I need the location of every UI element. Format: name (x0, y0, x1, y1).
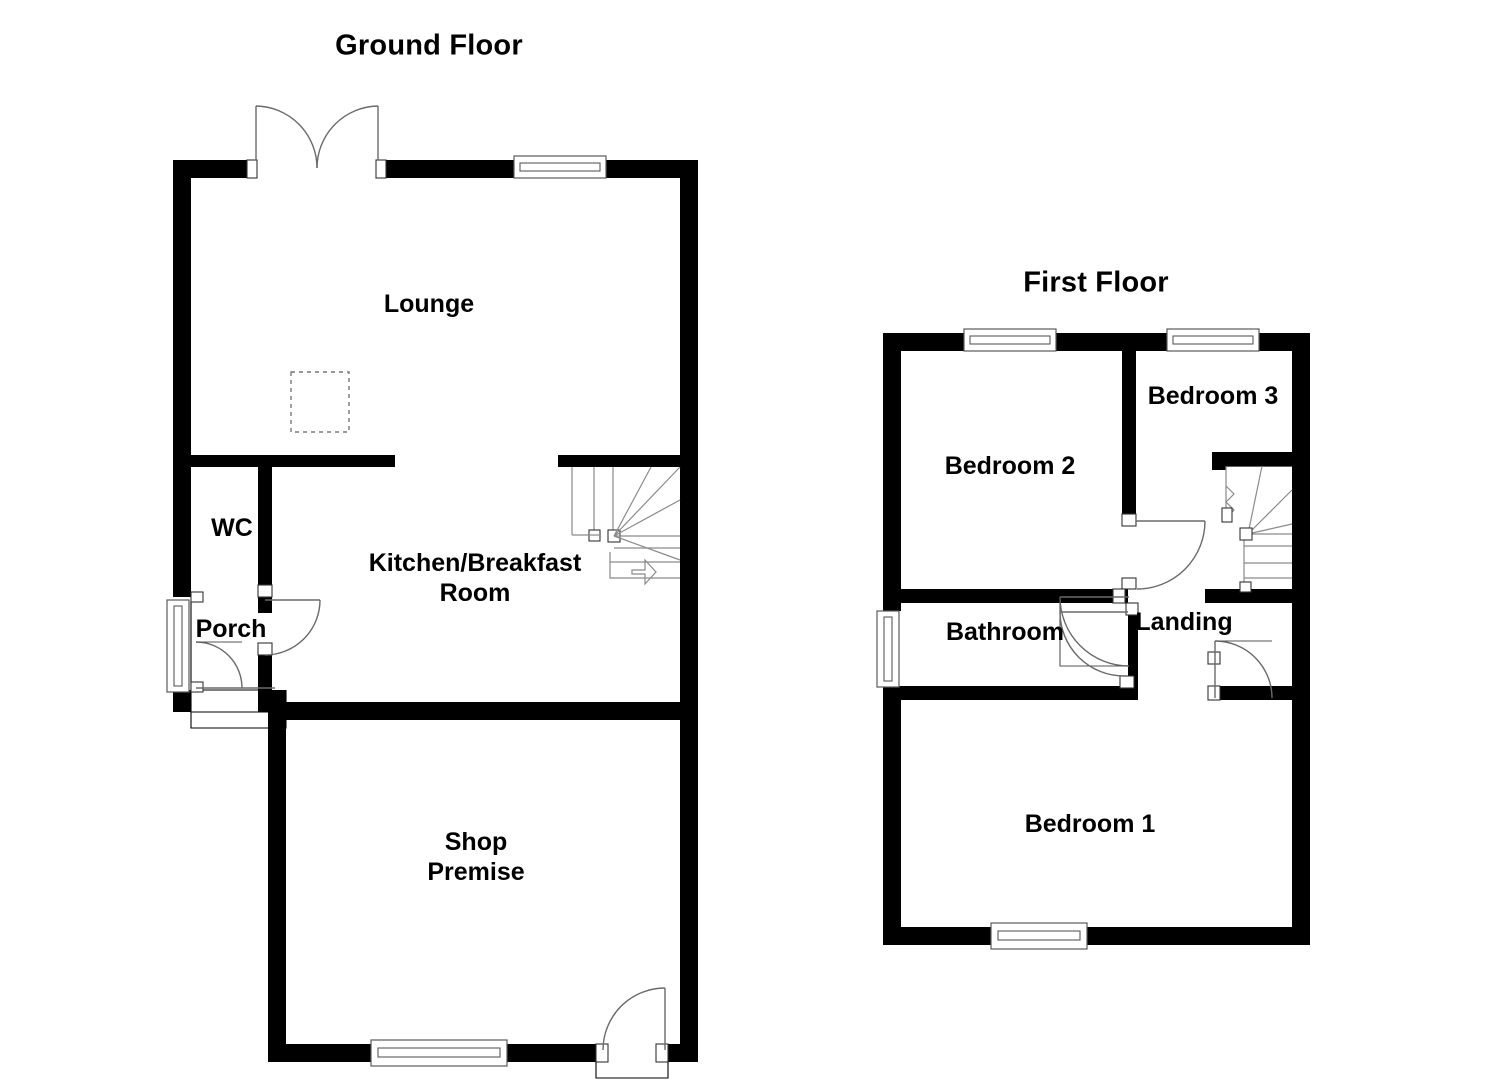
lounge-feature-recess (290, 371, 350, 433)
ground-floor-group (166, 105, 698, 1079)
porch-side-window (166, 599, 190, 693)
room-label-landing: Landing (1135, 608, 1233, 636)
porch-inner-door[interactable] (257, 584, 321, 656)
first-floor-title: First Floor (1023, 266, 1169, 299)
room-label-bedroom-3: Bedroom 3 (1147, 382, 1279, 410)
room-label-bedroom-2: Bedroom 2 (944, 452, 1076, 480)
ground-floor-walls (173, 160, 698, 1062)
lounge-front-window (513, 155, 607, 179)
porch-outline (190, 600, 287, 729)
room-label-shop-premise: Shop Premise (427, 828, 525, 886)
room-label-porch: Porch (195, 615, 267, 643)
first-floor-walls (883, 333, 1310, 945)
room-label-lounge: Lounge (383, 290, 475, 318)
room-label-bedroom-1: Bedroom 1 (1024, 810, 1156, 838)
room-label-bathroom: Bathroom (945, 618, 1065, 646)
lounge-french-doors[interactable] (246, 105, 387, 179)
room-label-kitchen-breakfast-room: Kitchen/Breakfast Room (368, 549, 582, 607)
first-floor-staircase (1221, 465, 1293, 593)
bedroom1-door[interactable] (1207, 640, 1273, 701)
first-floor-group (876, 328, 1310, 950)
bathroom-side-window (876, 610, 900, 688)
bathroom-door[interactable] (1059, 602, 1139, 689)
shop-rear-window (370, 1039, 508, 1067)
ground-staircase (571, 466, 681, 586)
shop-rear-door[interactable] (595, 987, 669, 1079)
ground-floor-title: Ground Floor (335, 29, 523, 62)
porch-entrance-door[interactable] (190, 591, 275, 693)
bedroom2-front-window (963, 328, 1057, 352)
bedroom3-front-window (1166, 328, 1260, 352)
room-label-wc: WC (211, 514, 253, 542)
bedroom1-rear-window (990, 922, 1088, 950)
bedroom3-door[interactable] (1121, 513, 1206, 590)
